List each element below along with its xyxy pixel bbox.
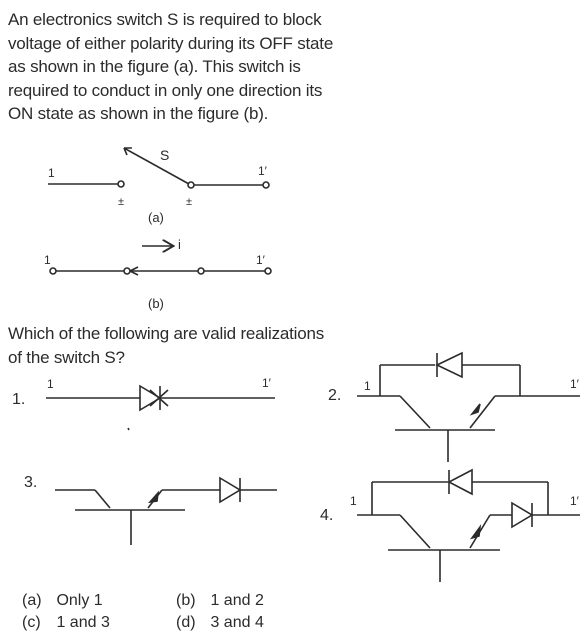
question-text: An electronics switch S is required to b… (8, 8, 368, 126)
figure-caption: (a) (148, 210, 164, 225)
option-text: 1 and 2 (210, 592, 264, 609)
figure-a-switch (48, 147, 270, 189)
option-key: (c) (22, 614, 41, 631)
terminal-label: 1 (44, 253, 51, 267)
circuit-number: 3. (24, 474, 37, 491)
terminal-label: 1′ (258, 164, 268, 178)
question-line: required to conduct in only one directio… (8, 80, 323, 100)
figure-b-switch (49, 246, 272, 276)
question-line: An electronics switch S is required to b… (8, 10, 322, 29)
terminal-label: 1 (364, 379, 371, 393)
option-d[interactable]: (d) 3 and 4 (176, 614, 264, 632)
circuit-number: 4. (320, 507, 333, 524)
circuit-number: 1. (12, 391, 25, 408)
figure-caption: (b) (148, 296, 164, 311)
terminal-label: 1′ (570, 494, 580, 508)
circuit-4 (357, 468, 580, 582)
polarity-label: ± (186, 196, 192, 208)
circuit-number: 2. (328, 387, 341, 404)
terminal-label: 1′ (262, 376, 272, 390)
terminal-label: 1 (48, 166, 55, 180)
terminal-label: 1′ (256, 253, 266, 267)
sub-question-text: Which of the following are valid realiza… (8, 322, 368, 369)
terminal-label: 1 (47, 377, 54, 391)
question-line: of the switch S? (8, 347, 125, 367)
question-line: Which of the following are valid realiza… (8, 324, 325, 343)
current-label: i (178, 237, 181, 252)
polarity-label: ± (118, 196, 124, 208)
option-text: Only 1 (56, 592, 103, 609)
option-key: (b) (176, 592, 196, 609)
circuit-3 (55, 476, 277, 545)
question-line: voltage of either polarity during its OF… (8, 33, 334, 53)
option-a[interactable]: (a) Only 1 (22, 592, 103, 610)
option-text: 1 and 3 (56, 614, 110, 631)
option-text: 3 and 4 (210, 614, 264, 631)
option-c[interactable]: (c) 1 and 3 (22, 614, 110, 632)
terminal-label: 1 (350, 494, 357, 508)
question-line: ON state as shown in the figure (b). (8, 104, 269, 123)
switch-label: S (160, 147, 169, 163)
circuit-1 (46, 384, 275, 431)
circuit-2 (357, 351, 580, 462)
question-line: as shown in the figure (a). This switch … (8, 57, 301, 76)
option-b[interactable]: (b) 1 and 2 (176, 592, 264, 610)
terminal-label: 1′ (570, 377, 580, 391)
option-key: (d) (176, 614, 196, 631)
option-key: (a) (22, 592, 42, 609)
